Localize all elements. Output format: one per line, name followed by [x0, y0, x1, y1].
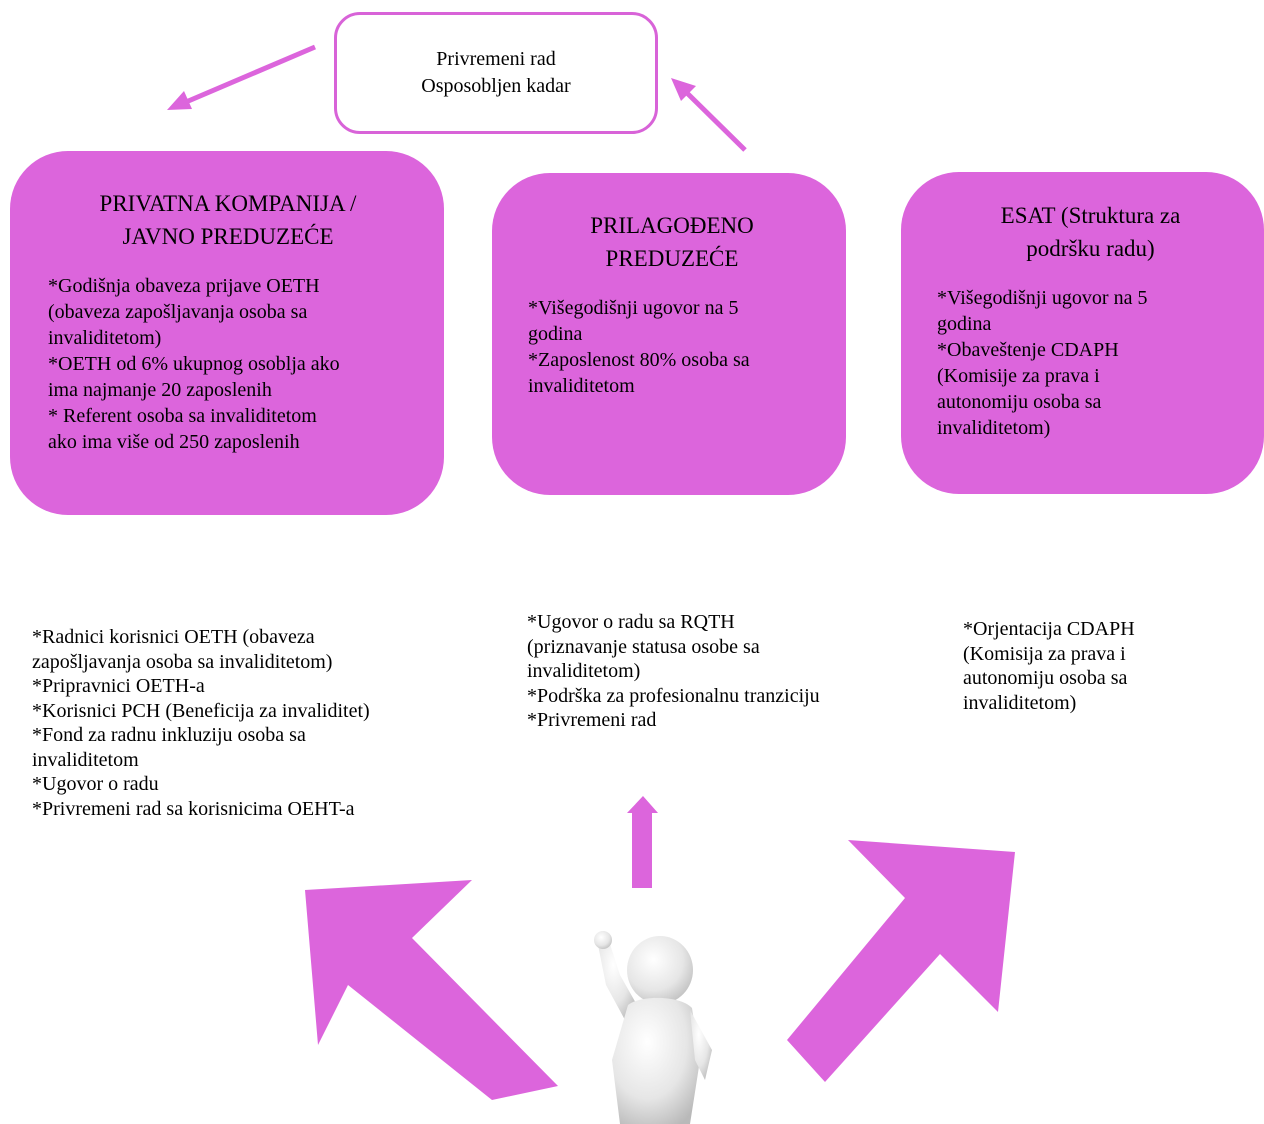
lower-middle-line-2: (priznavanje statusa osobe sa — [527, 635, 760, 658]
lower-text-right: *Orjentacija CDAPH (Komisija za prava i … — [963, 617, 1135, 715]
box-private-title-line-2: JAVNO PREDUZEĆE — [122, 224, 334, 249]
box-adapted-title-line-2: PREDUZEĆE — [605, 246, 739, 271]
box-esat-title-line-2: podršku radu) — [1026, 236, 1155, 261]
box-private-line-1: *Godišnja obaveza prijave OETH — [48, 275, 320, 297]
box-private-title: PRIVATNA KOMPANIJA / JAVNO PREDUZEĆE — [48, 187, 408, 253]
big-arrow-up-right — [787, 840, 1015, 1082]
lower-left-line-7: *Ugovor o radu — [32, 773, 159, 795]
lower-middle-line-1: *Ugovor o radu sa RQTH — [527, 611, 735, 633]
box-private-line-4: *OETH od 6% ukupnog osoblja ako — [48, 353, 340, 375]
box-esat-line-4: (Komisije za prava i — [937, 365, 1100, 387]
lower-middle-line-5: *Privremeni rad — [527, 709, 657, 731]
lower-left-line-3: *Pripravnici OETH-a — [32, 675, 205, 697]
box-esat-line-5: autonomiju osoba sa — [937, 391, 1102, 413]
lower-left-line-4: *Korisnici PCH (Beneficija za invalidite… — [32, 699, 370, 722]
box-esat-title: ESAT (Struktura za podršku radu) — [937, 199, 1244, 265]
lower-right-line-3: autonomiju osoba sa — [963, 667, 1128, 689]
lower-right-line-1: *Orjentacija CDAPH — [963, 618, 1135, 640]
person-figure-icon — [594, 931, 712, 1124]
box-esat: ESAT (Struktura za podršku radu) *Višego… — [901, 172, 1264, 494]
lower-left-line-2: zapošljavanja osoba sa invaliditetom) — [32, 650, 333, 673]
top-box-temporary-work: Privremeni rad Osposobljen kadar — [334, 12, 658, 134]
box-private-line-2: (obaveza zapošljavanja osoba sa — [48, 301, 308, 323]
arrow-adapted-to-top — [671, 78, 747, 152]
box-adapted-enterprise: PRILAGOĐENO PREDUZEĆE *Višegodišnji ugov… — [492, 173, 846, 495]
box-esat-line-6: invaliditetom) — [937, 417, 1051, 439]
box-esat-line-1: *Višegodišnji ugovor na 5 — [937, 287, 1148, 309]
lower-left-line-1: *Radnici korisnici OETH (obaveza — [32, 626, 315, 648]
small-arrow-up — [627, 796, 658, 888]
lower-left-line-8: *Privremeni rad sa korisnicima OEHT-a — [32, 797, 355, 820]
box-esat-title-line-1: ESAT (Struktura za — [1000, 203, 1181, 228]
top-box-line-2: Osposobljen kadar — [421, 75, 571, 97]
lower-right-line-2: (Komisija za prava i — [963, 642, 1126, 665]
box-private-line-6: * Referent osoba sa invaliditetom — [48, 405, 317, 427]
box-private-line-3: invaliditetom) — [48, 327, 162, 349]
box-esat-line-3: *Obaveštenje CDAPH — [937, 339, 1119, 361]
lower-text-left: *Radnici korisnici OETH (obaveza zapošlj… — [32, 625, 370, 821]
box-adapted-line-2: godina — [528, 323, 583, 345]
big-arrow-up-left — [305, 880, 558, 1100]
box-adapted-line-3: *Zaposlenost 80% osoba sa — [528, 349, 750, 371]
lower-middle-line-4: *Podrška za profesionalnu tranziciju — [527, 684, 820, 707]
box-private-line-7: ako ima više od 250 zaposlenih — [48, 431, 300, 453]
box-private-line-5: ima najmanje 20 zaposlenih — [48, 379, 272, 401]
box-adapted-title: PRILAGOĐENO PREDUZEĆE — [528, 209, 816, 275]
box-adapted-title-line-1: PRILAGOĐENO — [590, 213, 754, 238]
top-box-line-1: Privremeni rad — [436, 48, 556, 70]
box-private-company: PRIVATNA KOMPANIJA / JAVNO PREDUZEĆE *Go… — [10, 151, 444, 515]
lower-right-line-4: invaliditetom) — [963, 691, 1077, 714]
lower-text-middle: *Ugovor o radu sa RQTH (priznavanje stat… — [527, 610, 820, 733]
lower-middle-line-3: invaliditetom) — [527, 660, 641, 682]
lower-left-line-6: invaliditetom — [32, 748, 139, 771]
box-private-title-line-1: PRIVATNA KOMPANIJA / — [99, 191, 357, 216]
box-adapted-line-1: *Višegodišnji ugovor na 5 — [528, 297, 739, 319]
box-esat-line-2: godina — [937, 313, 992, 335]
arrow-top-to-private — [167, 44, 316, 110]
box-adapted-line-4: invaliditetom — [528, 375, 635, 397]
lower-left-line-5: *Fond za radnu inkluziju osoba sa — [32, 724, 306, 746]
